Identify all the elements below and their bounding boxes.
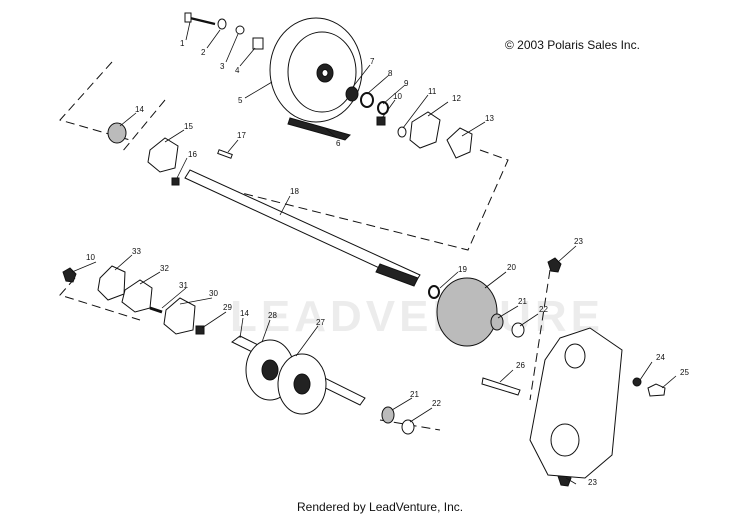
callout-24: 24	[656, 353, 665, 362]
callout-22: 22	[539, 305, 548, 314]
callout-13: 13	[485, 114, 494, 123]
bearing-plate-part	[409, 111, 441, 149]
drive-sprocket-part	[269, 17, 363, 123]
nut-part	[547, 257, 562, 273]
leader-lines	[71, 21, 677, 485]
callout-18: 18	[290, 187, 299, 196]
callout-16: 16	[188, 150, 197, 159]
washer-part	[632, 377, 642, 387]
housing-bore	[550, 423, 580, 457]
bolt-part	[171, 177, 180, 186]
housing-bore	[564, 343, 586, 369]
bearing-flange-part	[163, 297, 196, 335]
bolt-part	[184, 12, 216, 26]
ring-part	[377, 101, 389, 115]
bearing-flange-part	[147, 137, 179, 173]
washer-part	[397, 126, 407, 138]
callout-21-lower: 21	[410, 390, 419, 399]
callout-17: 17	[237, 131, 246, 140]
driveshaft-part	[184, 169, 421, 287]
callout-7: 7	[370, 57, 375, 66]
callout-20: 20	[507, 263, 516, 272]
callout-27: 27	[316, 318, 325, 327]
nut-part	[62, 267, 77, 283]
callout-3: 3	[220, 62, 225, 71]
callout-25: 25	[680, 368, 689, 377]
callout-23-lower: 23	[588, 478, 597, 487]
spacer-part	[252, 37, 264, 50]
bearing-part	[107, 122, 127, 144]
callout-1: 1	[180, 39, 185, 48]
brake-disc-part	[436, 277, 498, 347]
callout-10-lower: 10	[86, 253, 95, 262]
callout-33: 33	[132, 247, 141, 256]
callout-15: 15	[184, 122, 193, 131]
bearing-part	[381, 406, 395, 424]
bolt-part	[481, 377, 521, 396]
callout-21: 21	[518, 297, 527, 306]
callout-6: 6	[336, 139, 341, 148]
cap-part	[401, 419, 415, 435]
plate-part	[121, 279, 153, 313]
track-driveshaft-part	[231, 335, 366, 415]
seal-part	[195, 325, 205, 335]
callout-10: 10	[393, 92, 402, 101]
chain-part	[287, 117, 351, 141]
callout-19: 19	[458, 265, 467, 274]
washer-part	[217, 18, 227, 30]
bearing-flange-part	[446, 127, 473, 159]
cap-part	[511, 322, 525, 338]
callout-31: 31	[179, 281, 188, 290]
callout-26: 26	[516, 361, 525, 370]
footer-credit: Rendered by LeadVenture, Inc.	[297, 500, 464, 514]
watermark: LEADVENTURE	[230, 292, 605, 341]
washer-part	[235, 25, 245, 35]
callout-12: 12	[452, 94, 461, 103]
ring-part	[360, 92, 374, 108]
assembly-boundary-upper	[59, 61, 509, 251]
seal-part	[345, 86, 359, 102]
key-part	[217, 149, 233, 159]
spring-part	[149, 306, 163, 314]
bearing-flange-part	[97, 265, 126, 301]
bolt-part	[647, 383, 666, 397]
copyright-text: © 2003 Polaris Sales Inc.	[505, 38, 640, 52]
callout-14: 14	[135, 105, 144, 114]
callout-2: 2	[201, 48, 206, 57]
ring-part	[428, 285, 440, 299]
callout-22-lower: 22	[432, 399, 441, 408]
callout-4: 4	[235, 66, 240, 75]
callout-30: 30	[209, 289, 218, 298]
callout-9: 9	[404, 79, 409, 88]
callout-32: 32	[160, 264, 169, 273]
callout-23: 23	[574, 237, 583, 246]
callout-11: 11	[428, 87, 437, 96]
callout-labels: 1 2 3 4 5 6 7 8 9 10 11 12 13 14 15 16 1…	[86, 39, 689, 487]
nut-part	[376, 116, 386, 126]
bearing-part	[490, 313, 504, 331]
callout-28: 28	[268, 311, 277, 320]
callout-29: 29	[223, 303, 232, 312]
callout-5: 5	[238, 96, 243, 105]
callout-8: 8	[388, 69, 393, 78]
callout-14-lower: 14	[240, 309, 249, 318]
